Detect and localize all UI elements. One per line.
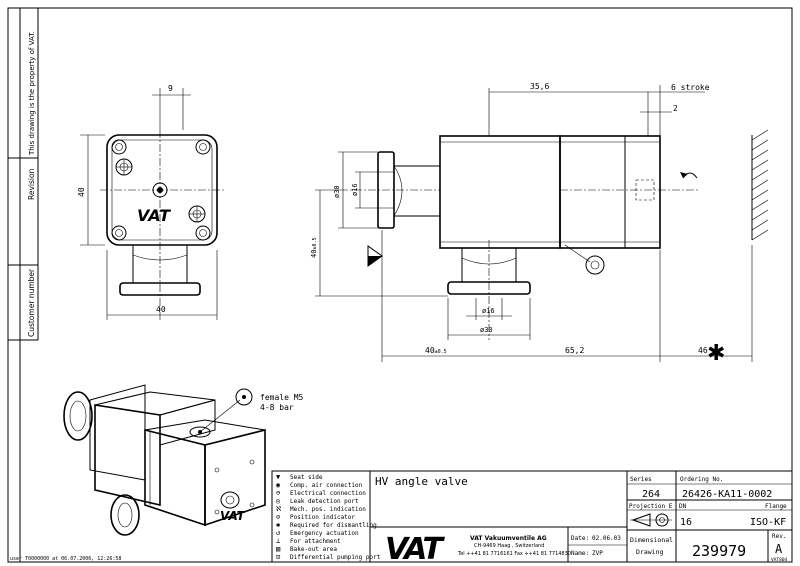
legend-leak: Leak detection port [290, 498, 359, 505]
series-value: 264 [642, 489, 660, 500]
svg-text:⊙: ⊙ [276, 513, 280, 521]
svg-text:⊥: ⊥ [276, 537, 280, 545]
svg-text:✱: ✱ [276, 521, 281, 529]
vat-logo-iso: VAT [220, 509, 246, 523]
dim-dia16-left: ø16 [351, 183, 359, 196]
legend-pos-indicator: Position indicator [290, 514, 355, 521]
legend-electrical: Electrical connection [290, 490, 366, 497]
dn-value: 16 [680, 517, 692, 528]
dim-dia30-bottom: ø30 [480, 326, 493, 334]
drawing-number: 239979 [692, 542, 746, 560]
vat-logo-main: VAT [385, 532, 446, 566]
name-value: ZVP [592, 550, 603, 557]
flange-label: Flange [765, 503, 787, 510]
name-label: Name: [571, 550, 589, 557]
title-block: ▼ Seat side ◉ Comp. air connection ⊖ Ele… [271, 470, 793, 566]
svg-text:▧: ▧ [276, 545, 280, 553]
dim-46: 46 [698, 346, 708, 355]
svg-text:◎: ◎ [276, 497, 281, 505]
projection-label: Projection E [629, 503, 673, 510]
legend-bakeout: Bake-out area [290, 546, 337, 553]
rev-label: Rev. [772, 533, 786, 540]
dim-dia16-bottom: ø16 [482, 307, 495, 315]
rev-value: A [775, 542, 783, 556]
svg-text:↺: ↺ [276, 529, 280, 537]
svg-text:⊡: ⊡ [276, 553, 280, 561]
drawing-title: HV angle valve [375, 475, 468, 488]
ordering-label: Ordering No. [680, 476, 723, 483]
callout-pressure: 4-8 bar [260, 403, 294, 412]
dim-9: 9 [168, 84, 173, 93]
dismantling-asterisk-icon: ✱ [707, 341, 725, 366]
dim-2: 2 [673, 104, 678, 113]
footer-user: user T0000000 at 06.07.2006, 12:26:58 [10, 556, 121, 562]
company-name: VAT Vakuumventile AG [470, 535, 547, 542]
dim-drawing-label-2: Drawing [636, 548, 663, 556]
legend-attachment: For attachment [290, 538, 341, 545]
dim-dia30-left: ø30 [333, 185, 341, 198]
svg-text:ℵ: ℵ [276, 505, 281, 513]
legend-emergency: Emergency actuation [290, 530, 359, 537]
dim-40-height: 40±0.5 [310, 238, 318, 258]
legend-list: ▼ Seat side ◉ Comp. air connection ⊖ Ele… [276, 473, 381, 561]
vat-logo-front: VAT [137, 206, 171, 225]
front-view: VAT 9 40 40 [77, 84, 225, 320]
legend-dismantling: Required for dismantling [290, 522, 377, 529]
dim-40-bottom: 40 [156, 305, 166, 314]
ordering-value: 26426-KA11-0002 [682, 489, 772, 500]
legend-diff-pump: Differential pumping port [290, 554, 381, 561]
flange-value: ISO-KF [750, 517, 786, 528]
legend-seat-side: Seat side [290, 474, 323, 481]
dim-65-2: 65,2 [565, 346, 584, 355]
customer-number-label: Customer number [27, 268, 36, 337]
company-address: CH-9469 Haag , Switzerland [474, 543, 544, 549]
dim-drawing-label-1: Dimensional [630, 536, 673, 544]
legend-mech-pos: Mech. pos. indication [290, 506, 366, 513]
corner-code: VAT804 [771, 557, 788, 563]
svg-text:◉: ◉ [276, 481, 280, 489]
date-value: 02.06.03 [592, 535, 621, 542]
series-label: Series [630, 476, 652, 483]
dn-label: DN [679, 503, 687, 510]
svg-text:⊖: ⊖ [276, 489, 280, 497]
revision-label: Revision [27, 168, 36, 200]
date-label: Date: [571, 535, 589, 542]
isometric-view: VAT female M5 4-8 bar [63, 384, 304, 536]
dim-35-6: 35,6 [530, 82, 549, 91]
callout-female-m5: female M5 [260, 393, 304, 402]
company-phone: Tel ++41 81 7716161 Fax ++41 81 7714830 [457, 551, 571, 557]
svg-text:▼: ▼ [276, 473, 281, 481]
dim-40-left: 40 [77, 187, 86, 197]
legend-comp-air: Comp. air connection [290, 482, 363, 489]
dim-40-bottom-side: 40±0.5 [425, 346, 447, 355]
projection-icon [630, 513, 672, 527]
side-view: 35,6 6 stroke 2 ø30 ø16 40±0.5 ø16 ø30 4… [310, 82, 769, 366]
dim-stroke: 6 stroke [671, 83, 710, 92]
property-note: This drawing is the property of VAT. [28, 31, 36, 156]
